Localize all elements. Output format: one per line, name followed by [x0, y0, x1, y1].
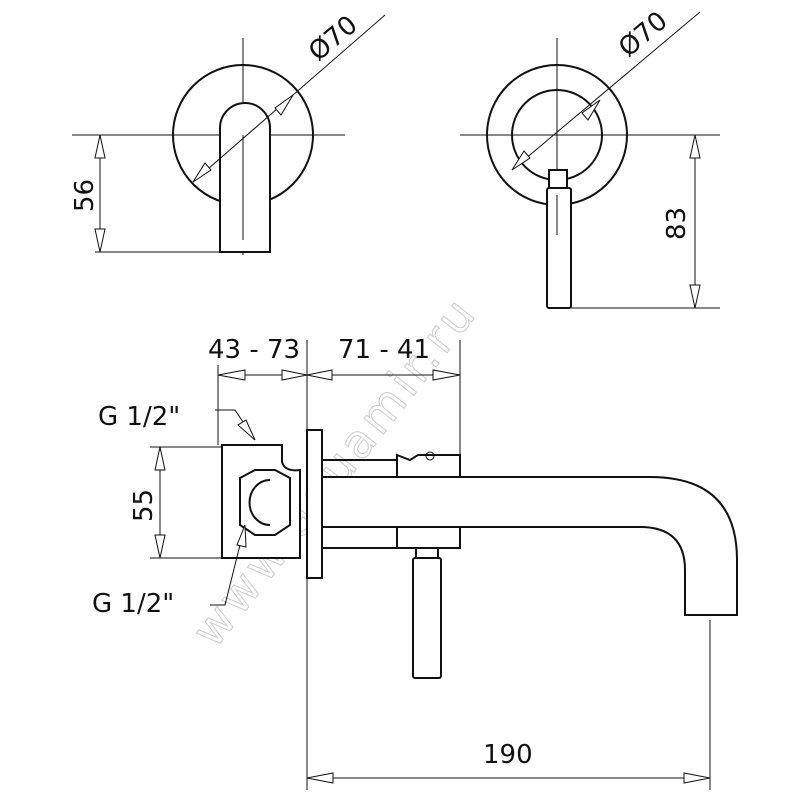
spout-length-label: 190 — [483, 740, 533, 770]
depth-range-2: 71 - 41 — [338, 335, 430, 365]
inlet-spacing-label: 55 — [129, 489, 159, 522]
handle-front-view: 83 Ø70 — [460, 6, 720, 309]
inlet-bottom-label: G 1/2" — [92, 589, 174, 619]
depth-range-1: 43 - 73 — [208, 335, 300, 365]
height-label: 56 — [70, 179, 100, 212]
inlet-top-label: G 1/2" — [98, 402, 180, 432]
side-view: 43 - 73 71 - 41 55 G 1/2" G 1/2" 190 — [92, 335, 738, 790]
diameter-label: Ø70 — [613, 6, 673, 63]
spout-front-view: 56 Ø70 — [70, 10, 386, 255]
diameter-label: Ø70 — [303, 10, 363, 67]
height-label: 83 — [662, 207, 692, 240]
